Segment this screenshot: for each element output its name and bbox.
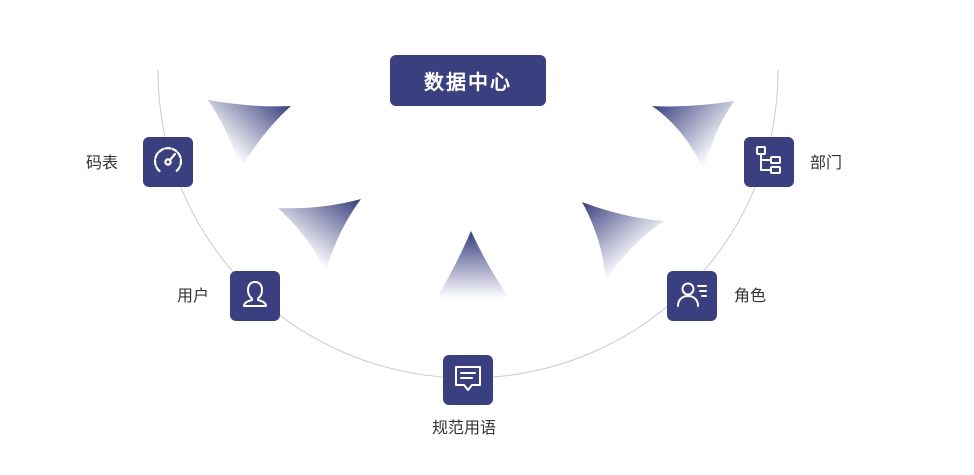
node-user-label: 用户 [177,286,210,305]
node-role[interactable] [667,271,717,321]
node-user[interactable] [230,271,280,321]
node-role-label: 角色 [734,286,767,305]
node-standard-terms-label: 规范用语 [432,418,497,437]
pointer-wedge-2 [278,199,361,270]
center-title: 数据中心 [390,55,546,106]
node-code-table[interactable] [143,137,193,187]
speedometer-icon [151,143,185,182]
pointer-wedge-1 [208,100,291,170]
pointer-wedge-3 [436,231,510,299]
message-icon [451,361,485,400]
pointer-wedge-4 [582,202,664,280]
user-icon [238,277,272,316]
org-chart-icon [752,143,786,182]
node-department[interactable] [744,137,794,187]
pointer-wedge-5 [652,101,734,170]
node-department-label: 部门 [810,153,843,172]
node-standard-terms[interactable] [443,355,493,405]
node-code-table-label: 码表 [86,153,119,172]
role-icon [675,277,709,316]
